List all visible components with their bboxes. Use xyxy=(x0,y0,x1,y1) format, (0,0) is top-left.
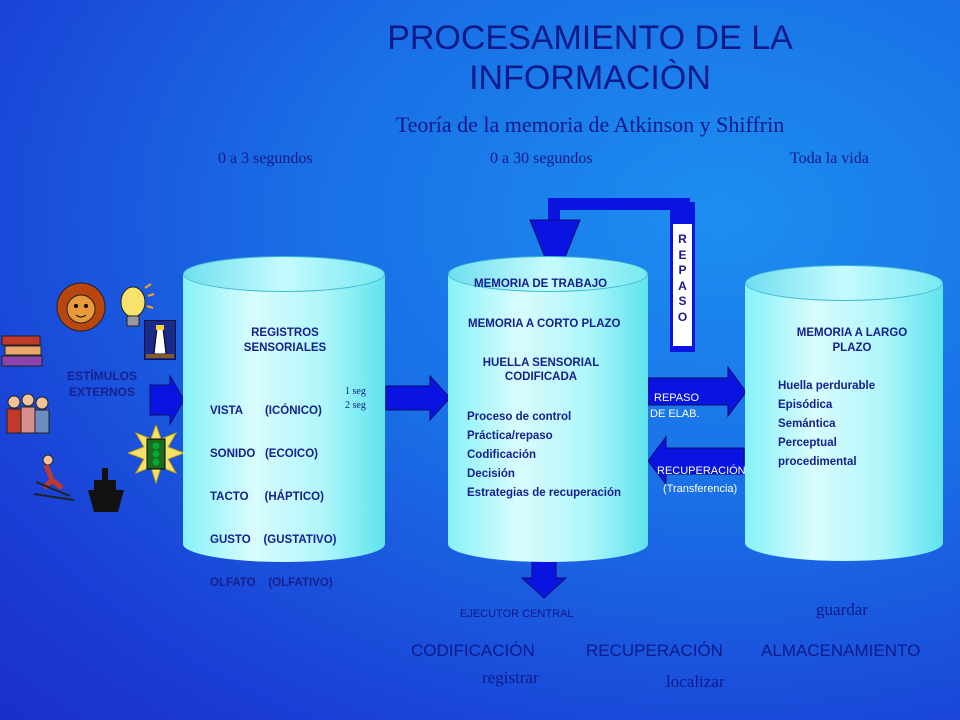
working-title: MEMORIA DE TRABAJO xyxy=(474,278,608,290)
traffic-light-icon xyxy=(128,425,184,485)
arrow-down-ejecutor xyxy=(520,559,568,599)
books-icon xyxy=(1,335,43,367)
repaso-elab-label: REPASO DE ELAB. xyxy=(650,392,700,420)
list-item: OLFATO (OLFATIVO) xyxy=(210,577,333,589)
list-item: Proceso de control xyxy=(467,411,572,423)
list-item: Decisión xyxy=(467,468,515,480)
label-registrar: registrar xyxy=(482,668,539,687)
working-list: Proceso de control Práctica/repaso Codif… xyxy=(467,411,621,506)
huella-sensorial: HUELLA SENSORIAL CODIFICADA xyxy=(482,357,600,383)
subtitle: Teoría de la memoria de Atkinson y Shiff… xyxy=(395,112,785,137)
list-item: Estrategias de recuperación xyxy=(467,487,622,499)
longterm-title: MEMORIA A LARGO PLAZO xyxy=(796,327,908,354)
time-sensory: 0 a 3 segundos xyxy=(218,150,313,167)
sensory-title: REGISTROS SENSORIALES xyxy=(243,327,327,354)
sensory-list: VISTA (ICÓNICO) SONIDO (ECOICO) TACTO (H… xyxy=(210,381,337,608)
label-guardar: guardar xyxy=(816,600,868,619)
repaso-loop-bar xyxy=(548,198,690,224)
list-item: Perceptual xyxy=(778,437,837,449)
list-item: Codificación xyxy=(467,449,537,461)
working-cylinder xyxy=(448,256,648,562)
list-item: Práctica/repaso xyxy=(467,430,553,442)
list-item: procedimental xyxy=(778,456,857,468)
arrow-longterm-to-working xyxy=(647,435,745,486)
time-longterm: Toda la vida xyxy=(790,150,869,167)
list-item: TACTO (HÁPTICO) xyxy=(210,491,324,503)
arrow-into-sensory xyxy=(149,374,185,426)
ship-icon xyxy=(88,468,124,512)
label-localizar: localizar xyxy=(666,672,725,691)
repaso-vertical: R E P A S O xyxy=(677,232,688,324)
longterm-cylinder xyxy=(745,265,943,561)
sensory-durations: 1 seg 2 seg xyxy=(345,386,366,411)
list-item: Semántica xyxy=(778,418,836,430)
people-icon xyxy=(6,393,50,434)
ejecutor-central: EJECUTOR CENTRAL xyxy=(460,608,574,620)
page-title: PROCESAMIENTO DE LA INFORMACIÒN xyxy=(387,19,793,97)
list-item: SONIDO (ECOICO) xyxy=(210,448,318,460)
recuperacion-label: RECUPERACIÓN (Transferencia) xyxy=(657,465,746,495)
arrow-working-to-longterm xyxy=(647,365,747,418)
lion-icon xyxy=(56,282,106,332)
repaso-loop-head xyxy=(529,219,581,284)
lightbulb-icon xyxy=(120,283,155,327)
list-item: Episódica xyxy=(778,399,833,411)
longterm-list: Huella perdurable Episódica Semántica Pe… xyxy=(778,380,875,475)
label-recuperacion: RECUPERACIÓN xyxy=(586,641,723,660)
label-codificacion: CODIFICACIÓN xyxy=(411,641,535,660)
short-term-title: MEMORIA A CORTO PLAZO xyxy=(468,318,621,330)
lighthouse-icon xyxy=(144,320,176,360)
repaso-bar xyxy=(670,202,695,352)
list-item: Huella perdurable xyxy=(778,380,876,392)
arrow-sensory-to-working xyxy=(385,374,451,422)
list-item: VISTA (ICÓNICO) xyxy=(210,405,322,417)
list-item: GUSTO (GUSTATIVO) xyxy=(210,534,337,546)
sensory-cylinder xyxy=(183,256,385,562)
label-almacenamiento: ALMACENAMIENTO xyxy=(761,641,921,660)
time-working: 0 a 30 segundos xyxy=(490,150,593,167)
stimuli-label: ESTÍMULOS EXTERNOS xyxy=(66,369,137,399)
skier-icon xyxy=(33,454,75,501)
